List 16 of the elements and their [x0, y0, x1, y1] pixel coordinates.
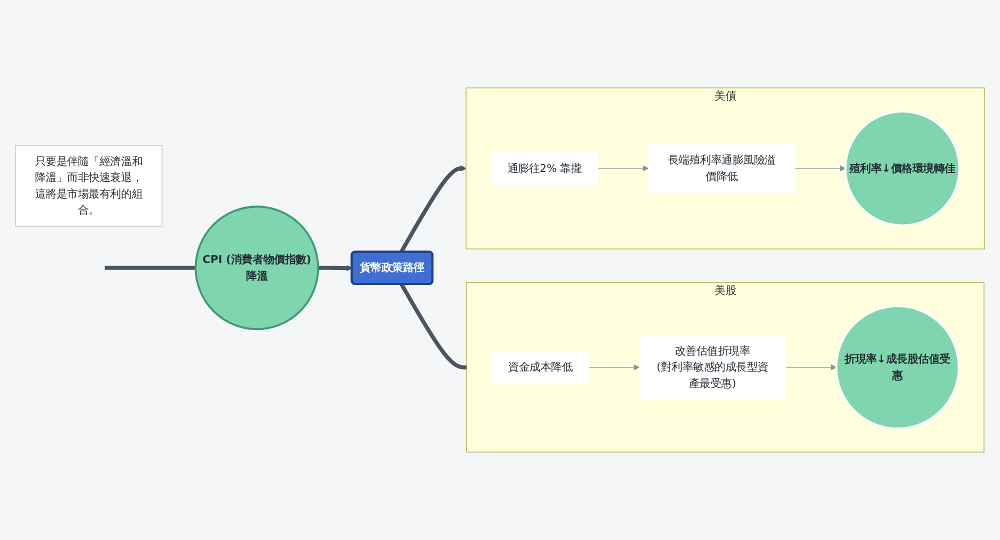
node-box: 只要是伴隨「經濟溫和降溫」而非快速衰退，這將是市場最有利的組合。 [15, 145, 162, 227]
node-circle: 殖利率↓價格環境轉佳 [844, 110, 960, 226]
connector [104, 266, 196, 270]
node-box: 通膨往2% 靠攏 [490, 152, 598, 185]
arrow [786, 364, 837, 370]
node-box: 長端殖利率通膨風險溢價降低 [648, 144, 796, 193]
node-circle: 折現率↓成長股估值受惠 [835, 305, 960, 430]
node-box: 改善估值折現率 (對利率敏感的成長型資產最受惠) [638, 334, 786, 400]
arrow [794, 165, 846, 172]
connector [400, 283, 467, 370]
node-circle: CPI (消費者物價指數)降溫 [194, 206, 320, 330]
arrow [598, 165, 649, 172]
arrow [588, 364, 640, 370]
arrow [400, 165, 466, 253]
arrow [318, 265, 352, 272]
node-box: 資金成本降低 [492, 350, 590, 384]
